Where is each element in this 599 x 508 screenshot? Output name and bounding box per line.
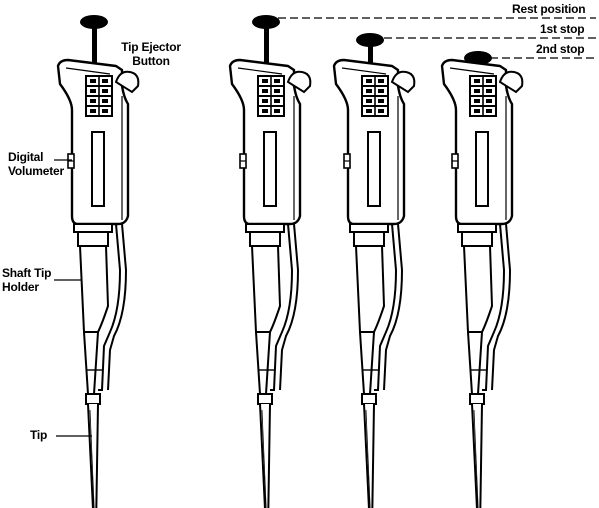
- tip-label: Tip: [30, 428, 48, 442]
- first-stop-label: 1st stop: [540, 22, 585, 36]
- plunger-cap: [252, 15, 280, 29]
- shaft-tip-holder-label: Shaft Tip Holder: [2, 266, 52, 294]
- plunger-rod: [368, 44, 373, 64]
- pipette-rest: [228, 15, 312, 508]
- pipette-second-stop: [440, 51, 524, 508]
- pipette-first-stop: [332, 33, 416, 508]
- plunger-rod: [264, 26, 269, 64]
- plunger-rod: [92, 26, 97, 64]
- rest-position-label: Rest position: [512, 2, 586, 16]
- tip-ejector-label: Tip Ejector Button: [121, 40, 181, 68]
- plunger-cap: [356, 33, 384, 47]
- digital-volumeter-label: Digital Volumeter: [8, 150, 64, 178]
- pipette-labeled: [56, 15, 140, 508]
- second-stop-label: 2nd stop: [536, 42, 585, 56]
- plunger-cap: [80, 15, 108, 29]
